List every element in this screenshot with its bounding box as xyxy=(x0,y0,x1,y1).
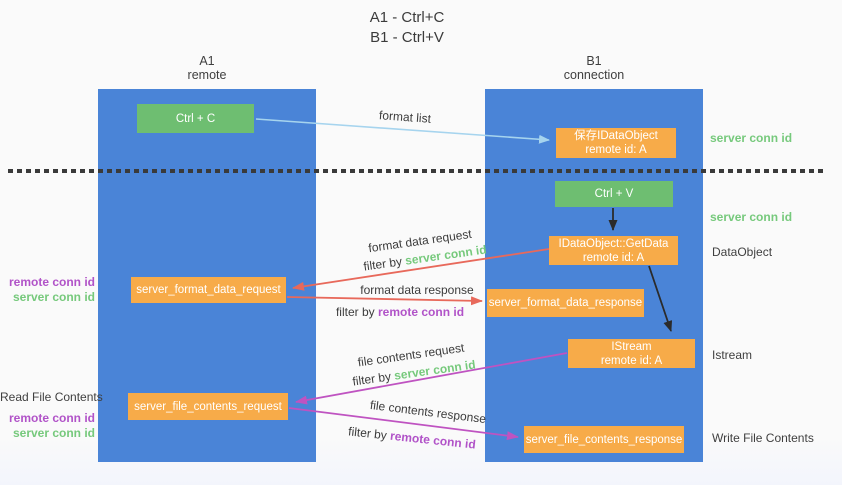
save-dataobject-line1: 保存IDataObject xyxy=(574,130,658,142)
filter-by-text: filter by xyxy=(362,254,403,274)
getdata-box: IDataObject::GetData remote id: A xyxy=(549,236,678,265)
file-contents-response-arrow-label: file contents response xyxy=(369,397,487,427)
remote-conn-id-label-upper: remote conn id xyxy=(8,275,95,289)
server-format-data-request-box: server_format_data_request xyxy=(131,277,286,303)
remote-conn-id-term: remote conn id xyxy=(389,428,477,452)
file-contents-response-filter-label: filter by remote conn id xyxy=(348,424,477,451)
filter-by-text: filter by xyxy=(351,369,392,389)
format-data-response-arrow xyxy=(286,296,483,306)
format-data-response-arrow-label: format data response xyxy=(360,283,474,297)
server-conn-id-label-mid: server conn id xyxy=(710,210,793,224)
server-conn-id-label-top: server conn id xyxy=(710,131,793,145)
server-conn-id-label-upper-left: server conn id xyxy=(12,290,95,304)
title-line-b1: B1 - Ctrl+V xyxy=(370,29,444,46)
istream-box: IStream remote id: A xyxy=(568,339,695,368)
ctrl-c-label: Ctrl + C xyxy=(175,112,216,125)
server-file-contents-response-label: server_file_contents_response xyxy=(525,433,683,446)
format-data-response-filter-label: filter by remote conn id xyxy=(336,305,464,319)
format-list-arrow-label: format list xyxy=(378,108,432,126)
istream-line1: IStream xyxy=(611,340,652,353)
lifeline-b1-subtitle: connection xyxy=(563,68,625,82)
getdata-line1: IDataObject::GetData xyxy=(558,237,669,250)
save-dataobject-box: 保存IDataObject remote id: A xyxy=(556,128,676,158)
server-format-data-request-label: server_format_data_request xyxy=(136,284,281,296)
save-dataobject-line2: remote id: A xyxy=(585,144,647,156)
diagram-title: A1 - Ctrl+C B1 - Ctrl+V xyxy=(327,8,487,48)
getdata-line2: remote id: A xyxy=(582,251,645,264)
remote-conn-id-label-lower: remote conn id xyxy=(8,411,95,425)
server-file-contents-request-label: server_file_contents_request xyxy=(134,400,282,413)
filter-by-text: filter by xyxy=(335,305,375,319)
server-conn-id-label-lower-left: server conn id xyxy=(12,426,95,440)
lifeline-header-b1: B1 connection xyxy=(485,54,703,82)
lifeline-b1-name: B1 xyxy=(586,54,602,68)
ctrl-v-box: Ctrl + V xyxy=(555,181,673,207)
istream-side-label: Istream xyxy=(712,348,753,362)
lifeline-header-a1: A1 remote xyxy=(98,54,316,82)
dataobject-label: DataObject xyxy=(712,245,773,259)
server-file-contents-request-box: server_file_contents_request xyxy=(128,393,288,420)
ctrl-v-label: Ctrl + V xyxy=(594,188,634,200)
session-divider-dotted-line xyxy=(8,169,826,173)
title-line-a1: A1 - Ctrl+C xyxy=(369,9,445,26)
write-file-contents-label: Write File Contents xyxy=(712,431,814,445)
ctrl-c-box: Ctrl + C xyxy=(137,104,254,133)
remote-conn-id-term: remote conn id xyxy=(378,305,465,319)
lifeline-a1-subtitle: remote xyxy=(187,68,227,82)
filter-by-text: filter by xyxy=(347,424,388,443)
lifeline-a1-name: A1 xyxy=(199,54,215,68)
server-file-contents-response-box: server_file_contents_response xyxy=(524,426,684,453)
istream-line2: remote id: A xyxy=(600,354,663,367)
read-file-contents-label: Read File Contents xyxy=(0,390,103,404)
server-format-data-response-box: server_format_data_response xyxy=(487,289,644,317)
server-format-data-response-label: server_format_data_response xyxy=(488,297,643,309)
